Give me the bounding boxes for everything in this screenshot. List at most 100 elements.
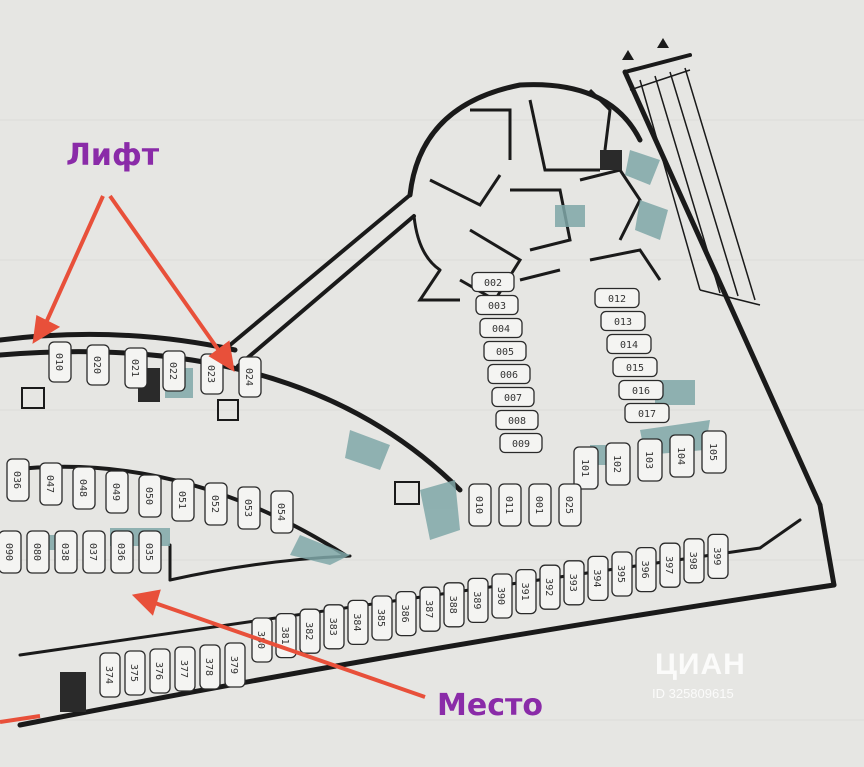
parking-spot-number: 010 [53, 353, 64, 371]
parking-spot-outline [563, 560, 585, 606]
parking-spot: 014 [606, 333, 652, 355]
parking-spot: 105 [701, 430, 727, 474]
parking-spot: 386 [395, 590, 417, 637]
parking-spot-outline [99, 652, 121, 698]
parking-spot-outline [199, 644, 221, 690]
parking-spot: 022 [162, 350, 186, 392]
parking-spot-outline [659, 542, 681, 588]
parking-spot-number: 001 [533, 496, 544, 514]
parking-spot: 101 [573, 446, 599, 490]
parking-spot: 374 [99, 652, 121, 698]
parking-spot: 396 [635, 546, 657, 593]
parking-spot-outline [443, 582, 465, 628]
parking-spot-number: 388 [447, 596, 458, 614]
parking-spot-outline [48, 341, 72, 383]
parking-spot-number: 379 [228, 656, 239, 674]
parking-spot-number: 035 [143, 543, 154, 561]
parking-spot: 395 [611, 551, 633, 597]
parking-spot-outline [86, 344, 110, 386]
tower-rooms [417, 88, 662, 303]
parking-spot-outline [124, 347, 148, 389]
parking-spot-outline [475, 294, 519, 316]
place-annotation: Место [437, 688, 543, 723]
parking-spot-outline [499, 432, 543, 454]
parking-spot-number: 009 [512, 439, 530, 450]
parking-spot-number: 024 [243, 368, 254, 386]
parking-spot: 023 [200, 353, 224, 395]
parking-spot: 054 [270, 490, 294, 534]
parking-spot-outline [419, 586, 441, 632]
parking-spot-outline [149, 648, 171, 694]
parking-spot-number: 013 [614, 317, 632, 328]
parking-spot: 392 [539, 564, 561, 610]
parking-spot-number: 049 [110, 483, 121, 501]
parking-spot-outline [39, 462, 63, 506]
parking-spot: 398 [683, 538, 705, 584]
parking-spot-number: 398 [687, 552, 698, 570]
annotation-arrows [32, 194, 426, 699]
parking-spot-number: 385 [375, 609, 386, 627]
parking-spot: 387 [419, 586, 441, 632]
parking-spot: 011 [498, 483, 522, 527]
parking-spot-outline [0, 530, 22, 574]
parking-spot-number: 017 [638, 409, 656, 420]
parking-spot-outline [587, 555, 609, 602]
parking-spot: 036 [110, 530, 134, 574]
parking-spot-number: 386 [399, 605, 410, 623]
parking-spot-outline [528, 483, 552, 527]
parking-spot-number: 022 [167, 362, 178, 380]
parking-spot: 005 [483, 340, 527, 362]
parking-spot-outline [138, 474, 162, 518]
parking-spot-outline [138, 530, 162, 574]
parking-spot-number: 374 [103, 666, 114, 684]
parking-spot-number: 391 [519, 583, 530, 601]
parking-spot: 025 [558, 483, 582, 527]
parking-spot: 375 [124, 650, 146, 696]
parking-spot: 035 [138, 530, 162, 574]
parking-spot-number: 394 [591, 569, 602, 587]
parking-spot-outline [238, 356, 262, 398]
parking-spot: 378 [199, 644, 221, 690]
parking-spot: 036 [6, 458, 30, 502]
parking-spot: 021 [124, 347, 148, 389]
parking-spot-number: 396 [639, 561, 650, 579]
ramp-wall-lower [236, 214, 416, 368]
parking-spot-outline [594, 287, 640, 309]
parking-spot-outline [495, 409, 539, 431]
parking-spot: 377 [174, 646, 196, 692]
parking-spot-number: 012 [608, 294, 626, 305]
parking-spot-outline [124, 650, 146, 696]
parking-spot-number: 105 [707, 443, 718, 461]
parking-spot-outline [573, 446, 599, 490]
parking-spot: 008 [495, 409, 539, 431]
parking-spot-number: 036 [115, 543, 126, 561]
parking-spot: 390 [491, 573, 513, 619]
parking-spot: 020 [86, 344, 110, 386]
parking-spot-number: 008 [508, 416, 526, 427]
parking-spot-outline [683, 538, 705, 584]
parking-spot: 015 [612, 356, 658, 378]
parking-spot-number: 378 [203, 658, 214, 676]
parking-spot-outline [491, 386, 535, 408]
parking-spot-outline [558, 483, 582, 527]
parking-spot-number: 054 [275, 503, 286, 521]
parking-spot-outline [105, 470, 129, 514]
elevator-shafts [21, 387, 420, 505]
parking-spot-outline [471, 271, 515, 293]
parking-spot-number: 037 [87, 543, 98, 561]
parking-spot-outline [6, 458, 30, 502]
parking-spot-number: 015 [626, 363, 644, 374]
parking-spot-number: 101 [579, 459, 590, 477]
parking-spot-number: 102 [611, 455, 622, 473]
circular-tower [407, 82, 643, 198]
red-edge-mark [0, 714, 41, 724]
parking-spot-number: 052 [209, 495, 220, 513]
parking-spot-outline [72, 466, 96, 510]
parking-spot-outline [637, 438, 663, 482]
parking-spot-outline [270, 490, 294, 534]
parking-spot-outline [600, 310, 646, 332]
parking-spot-number: 393 [567, 574, 578, 592]
parking-spot: 053 [237, 486, 261, 530]
parking-spot-number: 002 [484, 278, 502, 289]
parking-spot-number: 014 [620, 340, 638, 351]
